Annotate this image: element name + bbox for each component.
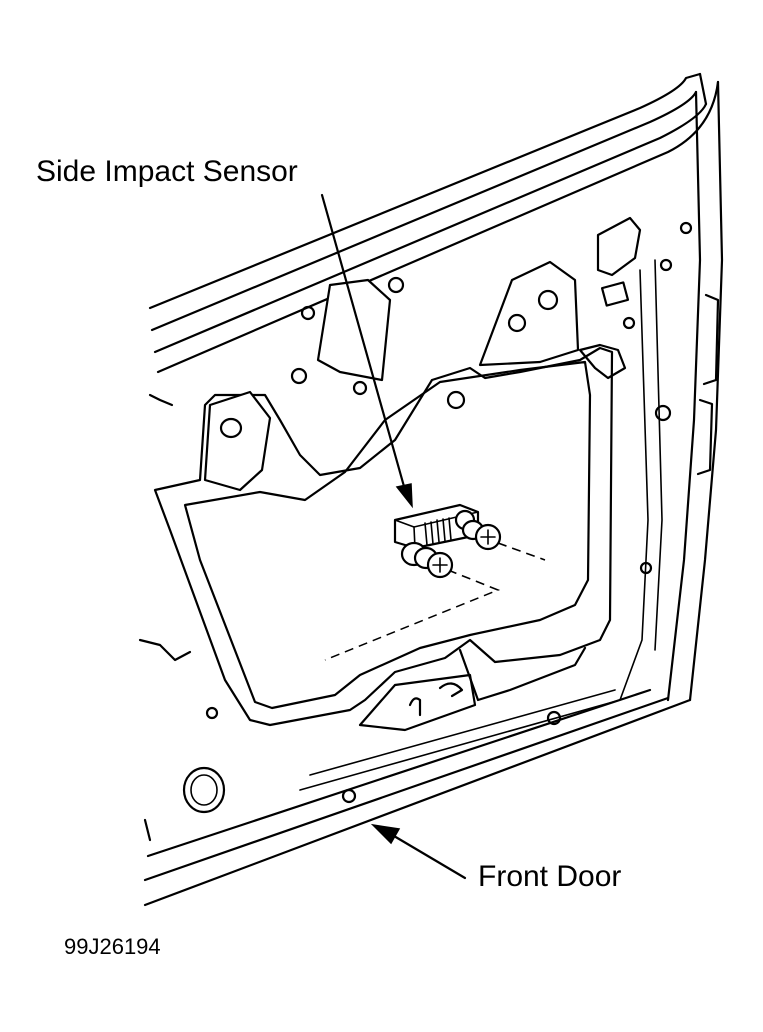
mounting-guide-lines	[324, 542, 546, 661]
front-door-label: Front Door	[478, 860, 622, 893]
inner-panel	[153, 216, 693, 814]
door-leader-arrow	[370, 823, 467, 880]
sensor-screw-upper	[461, 519, 502, 551]
side-impact-sensor	[393, 503, 480, 550]
figure-code: 99J26194	[64, 934, 161, 959]
sensor-screw-lower	[400, 541, 454, 579]
sensor-leader-arrow	[320, 193, 413, 509]
side-impact-sensor-label: Side Impact Sensor	[36, 155, 298, 188]
front-door-panel	[138, 72, 724, 907]
